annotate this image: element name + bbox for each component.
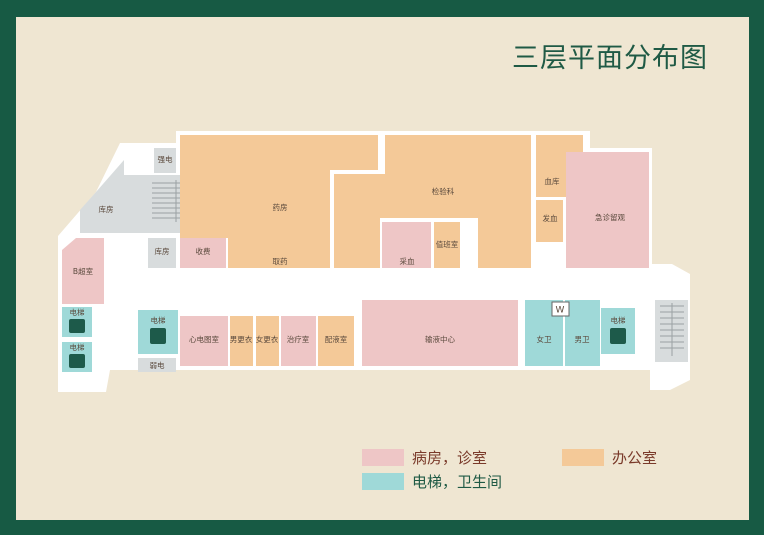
wc-sign-text: W — [556, 306, 565, 316]
room-male-changing — [230, 316, 253, 366]
legend-label-ward: 病房，诊室 — [412, 449, 488, 467]
room-female-changing — [256, 316, 279, 366]
room-infusion — [362, 300, 518, 366]
label-men-wc: 男卫 — [575, 335, 590, 344]
label-dispensing: 配液室 — [325, 334, 348, 344]
label-female-changing: 女更衣 — [256, 334, 279, 344]
room-lab — [334, 135, 531, 268]
label-elevator-2: 电梯 — [70, 342, 85, 352]
label-elevator-1: 电梯 — [70, 307, 85, 317]
label-emergency-obs: 急诊留观 — [595, 212, 625, 222]
elevator-3: 电梯 — [138, 310, 178, 354]
legend-item-elevator-wc: 电梯，卫生间 — [362, 471, 502, 492]
label-blood-draw: 采血 — [400, 256, 415, 266]
label-weak-power: 弱电 — [150, 360, 165, 370]
label-pickup: 取药 — [273, 256, 288, 266]
elevator-4: 电梯 — [601, 308, 635, 354]
label-elevator-3: 电梯 — [151, 315, 166, 325]
legend-label-office: 办公室 — [612, 449, 658, 467]
wc-sign — [551, 301, 570, 317]
label-value-room: 值班室 — [436, 239, 459, 249]
label-ecg: 心电图室 — [189, 334, 219, 344]
elevator-icon — [610, 328, 626, 344]
label-treatment: 治疗室 — [287, 334, 310, 344]
room-cashier — [180, 238, 226, 268]
room-value — [434, 222, 460, 268]
room-strong-power — [154, 148, 176, 173]
room-weak-power — [138, 358, 176, 372]
elevator-icon — [150, 328, 166, 344]
room-blood-issue — [536, 200, 563, 242]
room-emergency-obs — [566, 152, 649, 268]
label-lab: 检验科 — [432, 186, 455, 196]
room-ecg — [180, 316, 228, 366]
label-elevator-4: 电梯 — [611, 315, 626, 325]
room-b-ultrasound — [62, 238, 104, 304]
label-women-wc: 女卫 — [537, 334, 552, 344]
room-storage-1 — [80, 160, 124, 233]
legend-item-office: 办公室 — [562, 447, 657, 468]
room-pharmacy — [180, 135, 378, 268]
legend-swatch-office — [562, 449, 604, 466]
room-dispensing — [318, 316, 354, 366]
label-male-changing: 男更衣 — [230, 334, 253, 344]
label-infusion: 输液中心 — [425, 334, 455, 344]
label-blood-issue: 发血 — [543, 213, 558, 223]
legend-swatch-elevator-wc — [362, 473, 404, 490]
legend-label-elevator-wc: 电梯，卫生间 — [412, 473, 503, 491]
room-treatment — [281, 316, 316, 366]
label-cashier: 收费 — [196, 246, 211, 256]
label-strong-power: 强电 — [158, 154, 173, 164]
stairwell-right — [655, 300, 688, 362]
label-storage-1: 库房 — [99, 204, 114, 214]
label-pharmacy: 药房 — [273, 202, 288, 212]
legend-swatch-ward — [362, 449, 404, 466]
legend-item-ward: 病房，诊室 — [362, 447, 487, 468]
room-men-wc — [565, 300, 600, 366]
label-storage-2: 库房 — [155, 246, 170, 256]
room-storage-2 — [148, 238, 176, 268]
map-title: 三层平面分布图 — [512, 43, 708, 74]
elevator-1: 电梯 — [62, 307, 92, 337]
room-blood-draw — [382, 222, 431, 268]
label-blood-bank: 血库 — [545, 176, 560, 186]
elevator-icon — [69, 319, 85, 333]
elevator-icon — [69, 354, 85, 368]
elevator-2: 电梯 — [62, 342, 92, 372]
label-b-ultrasound: B超室 — [73, 266, 94, 276]
